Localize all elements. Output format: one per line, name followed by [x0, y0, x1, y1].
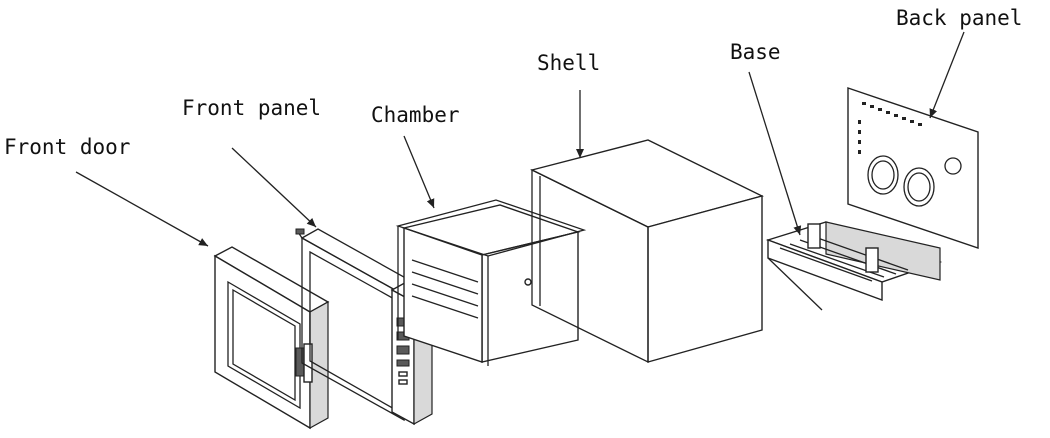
front-panel-label: Front panel	[182, 96, 322, 120]
base-label: Base	[730, 40, 781, 64]
shell-part	[529, 139, 764, 364]
base-part	[765, 221, 943, 311]
front-door-label: Front door	[4, 135, 131, 159]
back-panel-part	[847, 87, 979, 249]
shell-label: Shell	[537, 51, 601, 75]
chamber-label: Chamber	[371, 103, 460, 127]
chamber-part	[395, 199, 587, 366]
leader-lines	[75, 31, 965, 247]
front-door-part	[213, 246, 330, 430]
back-panel-label: Back panel	[896, 6, 1023, 30]
